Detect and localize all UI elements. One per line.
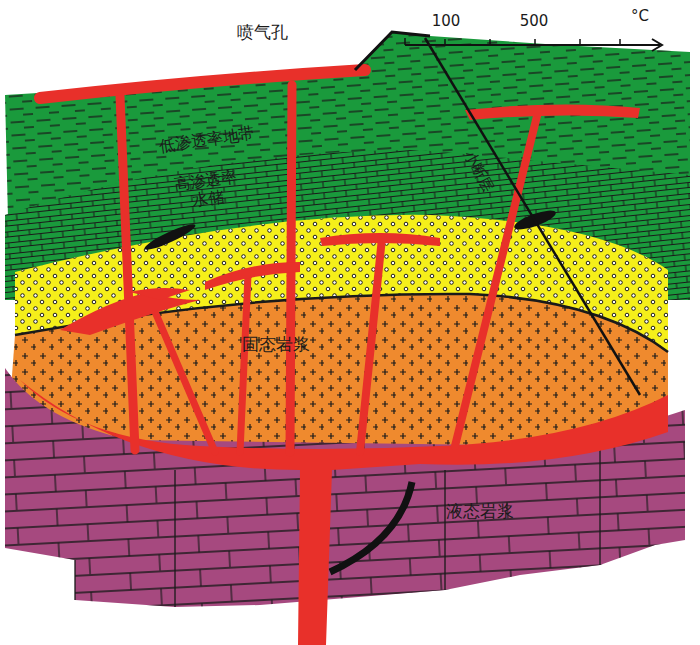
unit-label: °C: [631, 8, 649, 25]
scale-number: 500: [520, 13, 549, 30]
scale-number: 100: [432, 13, 461, 30]
layer-label: 固态岩浆: [242, 335, 310, 355]
vent-label: 喷气孔: [237, 23, 288, 43]
layer-label: 液态岩浆: [446, 502, 514, 522]
